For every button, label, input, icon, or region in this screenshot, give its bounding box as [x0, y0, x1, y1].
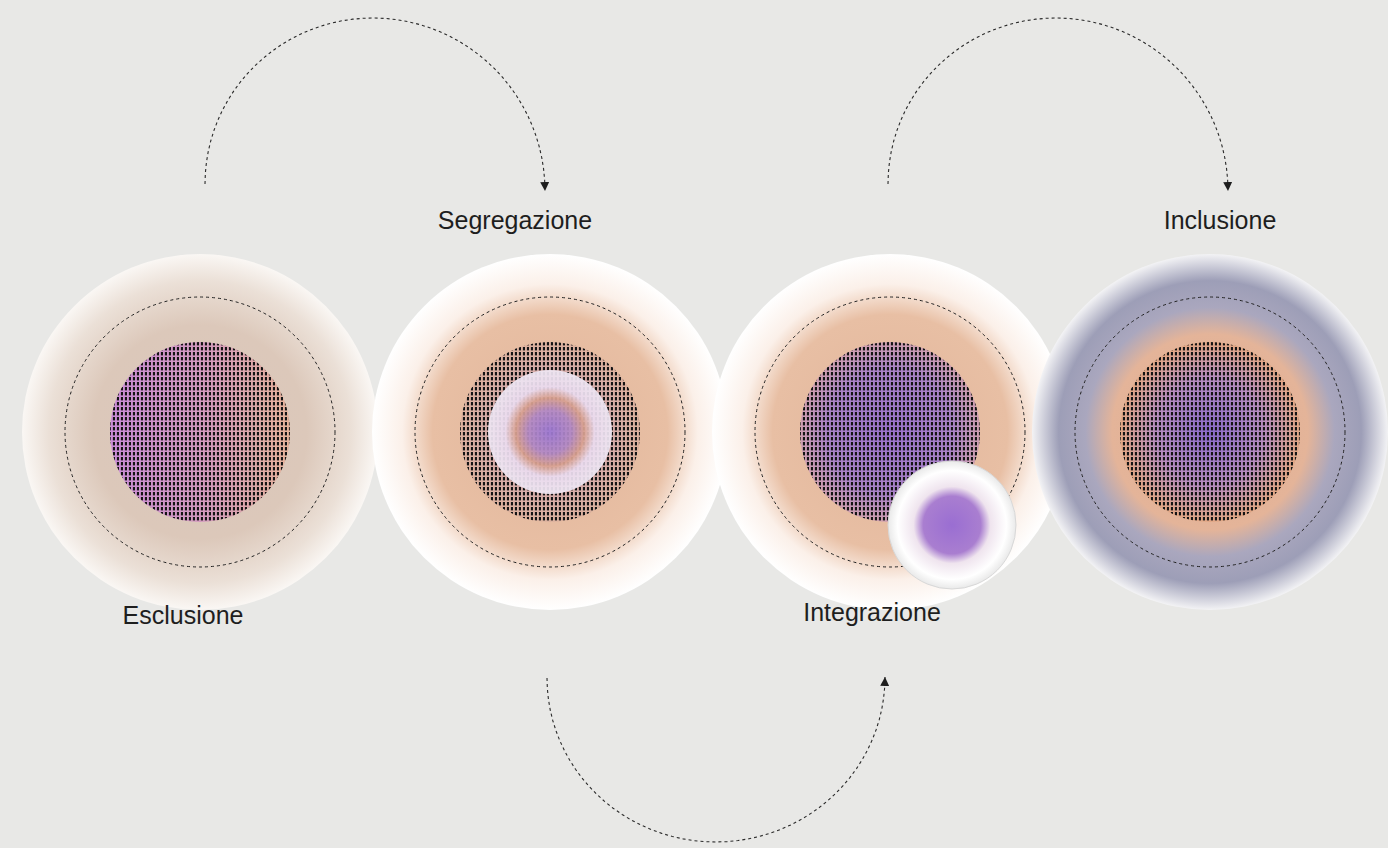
outer-circle — [22, 254, 378, 610]
circle-illustration — [712, 254, 1068, 610]
core-fill — [460, 342, 640, 522]
circle-illustration — [22, 254, 378, 610]
integrated-group — [888, 461, 1016, 589]
outer-circle — [372, 254, 728, 610]
stage-circle: Integrazione — [712, 254, 1068, 610]
core-hatching — [110, 342, 290, 522]
dashed-ring — [1075, 297, 1345, 567]
stage-label: Integrazione — [803, 597, 941, 627]
stage-circle: Esclusione — [22, 254, 378, 610]
stage-circle: Inclusione — [1032, 254, 1388, 610]
dashed-ring — [415, 297, 685, 567]
dashed-ring — [65, 297, 335, 567]
circle-illustration — [1032, 254, 1388, 610]
core-fill — [1120, 342, 1300, 522]
stage-label: Segregazione — [438, 205, 592, 235]
progression-arrow — [888, 18, 1228, 191]
core-hatching — [1120, 342, 1300, 522]
core-fill — [110, 342, 290, 522]
stage-label: Inclusione — [1164, 205, 1277, 235]
segregated-group — [488, 370, 612, 494]
outer-circle — [712, 254, 1068, 610]
core-hatching — [460, 342, 640, 522]
outer-circle — [1032, 254, 1388, 610]
circle-illustration — [372, 254, 728, 610]
progression-arrow — [205, 18, 545, 191]
progression-arrow — [547, 677, 885, 842]
stage-circle: Segregazione — [372, 254, 728, 610]
stage-label: Esclusione — [123, 600, 244, 630]
